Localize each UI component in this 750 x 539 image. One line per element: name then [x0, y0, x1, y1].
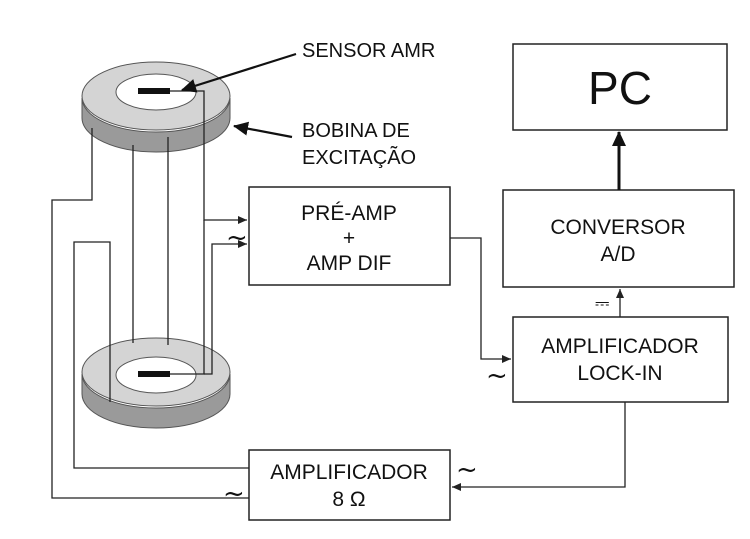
preamp-box: [248, 186, 451, 286]
sensor-callout-arrow: [181, 52, 297, 93]
top-coil-side: [81, 97, 231, 153]
wire-lockin-to-amp8: [452, 402, 626, 491]
top-excitation-coil: [81, 61, 231, 153]
lockin-label-line1: AMPLIFICADOR: [541, 335, 699, 358]
amp8-input-ac-symbol: ~: [456, 455, 478, 485]
amp8-block: AMPLIFICADOR 8 Ω: [248, 449, 451, 521]
converter-block: CONVERSOR A/D: [502, 189, 735, 288]
coil-connections: [132, 137, 169, 345]
preamp-label-line2: +: [343, 227, 355, 250]
pc-block: PC: [512, 43, 728, 131]
wire-amp8-to-coils-outer: [51, 128, 249, 499]
bottom-amr-sensor: [138, 371, 170, 377]
amp8-output-ac-symbol: ~: [223, 479, 245, 509]
excitation-wires: [51, 128, 249, 499]
converter-label-line1: CONVERSOR: [550, 216, 685, 239]
preamp-block: PRÉ-AMP + AMP DIF: [248, 186, 451, 286]
lockin-label-line2: LOCK-IN: [577, 362, 662, 385]
lockin-box: [512, 316, 729, 403]
wire-amp8-to-coils-inner: [73, 241, 249, 469]
top-amr-sensor: [138, 88, 170, 94]
lockin-block: AMPLIFICADOR LOCK-IN: [512, 316, 729, 403]
coil-label-line2: EXCITAÇÃO: [302, 145, 416, 169]
pc-box: [512, 43, 728, 131]
bottom-coil-side: [81, 373, 231, 429]
coil-callout-arrow: [233, 121, 293, 139]
bottom-excitation-coil: [81, 337, 231, 429]
wire-preamp-to-lockin: [450, 237, 511, 363]
amp8-box: [248, 449, 451, 521]
preamp-label-line3: AMP DIF: [307, 252, 392, 275]
amp8-label-line2: 8 Ω: [332, 488, 365, 511]
converter-box: [502, 189, 735, 288]
coil-label-line1: BOBINA DE: [302, 120, 410, 142]
amp8-label-line1: AMPLIFICADOR: [270, 461, 428, 484]
sensor-amr-label: SENSOR AMR: [302, 40, 435, 62]
wire-bottom-sensor-to-preamp-2: [204, 240, 247, 375]
dc-symbol: ⎓: [595, 293, 609, 314]
preamp-label-line1: PRÉ-AMP: [301, 202, 397, 225]
preamp-ac-symbol: ~: [226, 223, 248, 253]
converter-label-line2: A/D: [600, 243, 635, 266]
lockin-ac-symbol: ~: [486, 361, 508, 391]
pc-label: PC: [588, 62, 652, 114]
